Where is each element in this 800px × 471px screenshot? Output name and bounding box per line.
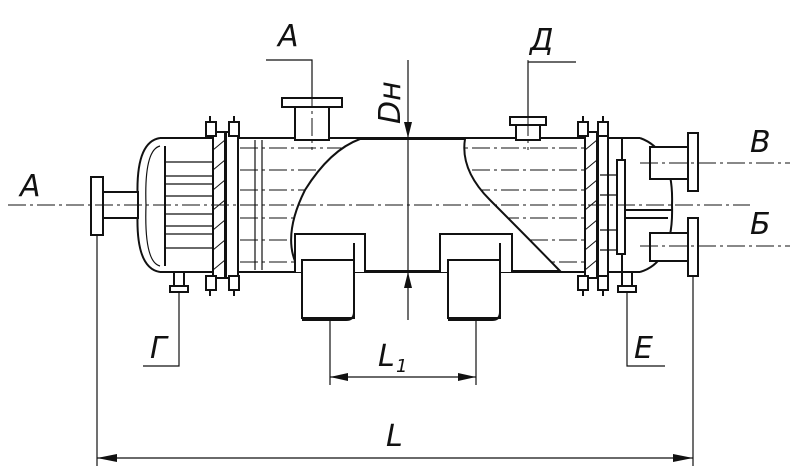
label-length-l1-index: 1: [396, 356, 407, 377]
right-tube-sheet: [577, 116, 672, 296]
leader-top-right: [527, 61, 576, 117]
diameter-dimension: [404, 60, 412, 320]
drain-right: [617, 271, 637, 293]
label-diameter: Dн: [373, 81, 408, 124]
nozzle-left: [90, 176, 139, 236]
label-port-top-right: Д: [528, 23, 553, 58]
label-drain-left: Г: [150, 331, 169, 366]
label-port-left: А: [18, 169, 41, 204]
support-right: [439, 233, 513, 321]
label-port-right-top: В: [750, 125, 771, 160]
drain-left: [169, 271, 189, 293]
length-total-dimension: [96, 235, 694, 466]
leader-drain-right: [626, 292, 665, 367]
label-length-total: L: [386, 419, 403, 454]
left-channel-tubes: [164, 146, 213, 266]
support-left: [294, 233, 366, 321]
label-port-top-left: А: [276, 19, 299, 54]
leader-drain-left: [143, 292, 180, 367]
label-port-right-bottom: Б: [750, 207, 771, 242]
leader-top-left: [266, 59, 313, 98]
nozzle-right-top: [649, 132, 699, 192]
label-drain-right: Е: [634, 331, 653, 366]
nozzle-right-bottom: [649, 217, 699, 277]
length-l1-dimension: [329, 320, 477, 385]
left-tube-sheet: [205, 116, 240, 296]
label-length-l1: L: [378, 339, 395, 374]
